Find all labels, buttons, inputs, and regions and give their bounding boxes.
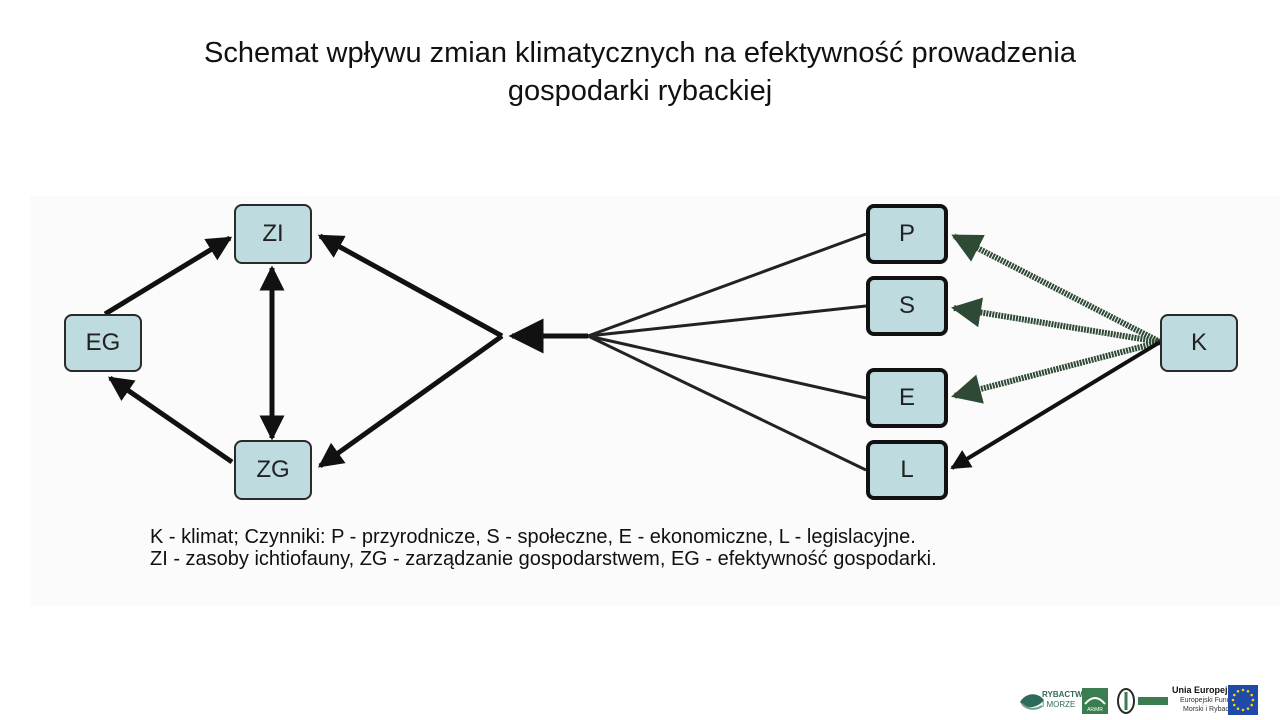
arimr-logo-icon: ARiMR	[1082, 688, 1108, 714]
logo-ue-sub-2: Morski i Rybacki	[1183, 706, 1234, 713]
line-s-to-hub	[587, 304, 867, 338]
title-line-2: gospodarki rybackiej	[507, 75, 773, 107]
arrow-k-to-p	[951, 233, 1162, 345]
line-p-to-hub	[587, 232, 867, 338]
legend-line-2: ZI - zasoby ichtiofauny, ZG - zarządzani…	[150, 548, 937, 570]
arrow-eg-to-zi	[103, 235, 233, 317]
legend-line-1: K - klimat; Czynniki: P - przyrodnicze, …	[150, 526, 916, 548]
arrow-zg-to-eg	[107, 375, 234, 465]
node-e: E	[866, 368, 948, 428]
logo-strip: RYBACTWO I MORZE ARiMR Unia Europejska E…	[1016, 684, 1266, 718]
logo-imorze-text: I MORZE	[1042, 700, 1076, 709]
logo-arimr-text: ARiMR	[1087, 707, 1103, 713]
arrow-hub-to-zg	[317, 333, 504, 469]
arrow-k-to-l	[950, 340, 1162, 470]
arrow-k-to-e	[951, 339, 1161, 404]
fish-logo-icon	[1020, 694, 1044, 710]
node-p: P	[866, 204, 948, 264]
page-title: Schemat wpływu zmian klimatycznych na ef…	[0, 34, 1280, 110]
node-zg: ZG	[234, 440, 312, 500]
logo-ue-sub-1: Europejski Fundusz	[1180, 697, 1242, 704]
line-l-to-hub	[587, 334, 867, 472]
node-s: S	[866, 276, 948, 336]
eu-flag-icon	[1228, 685, 1258, 715]
logo-rybactwo-text: RYBACTWO	[1042, 690, 1089, 699]
node-l: L	[866, 440, 948, 500]
node-eg: EG	[64, 314, 142, 372]
logo-ue-title: Unia Europejska	[1172, 685, 1243, 695]
node-zi: ZI	[234, 204, 312, 264]
line-e-to-hub	[587, 334, 867, 400]
node-k: K	[1160, 314, 1238, 372]
title-line-1: Schemat wpływu zmian klimatycznych na ef…	[204, 37, 1076, 69]
arrow-hub-to-zi	[317, 233, 504, 339]
program-logo-icon	[1117, 688, 1168, 714]
diagram-background	[30, 196, 1280, 606]
arrow-k-to-s	[951, 297, 1161, 345]
